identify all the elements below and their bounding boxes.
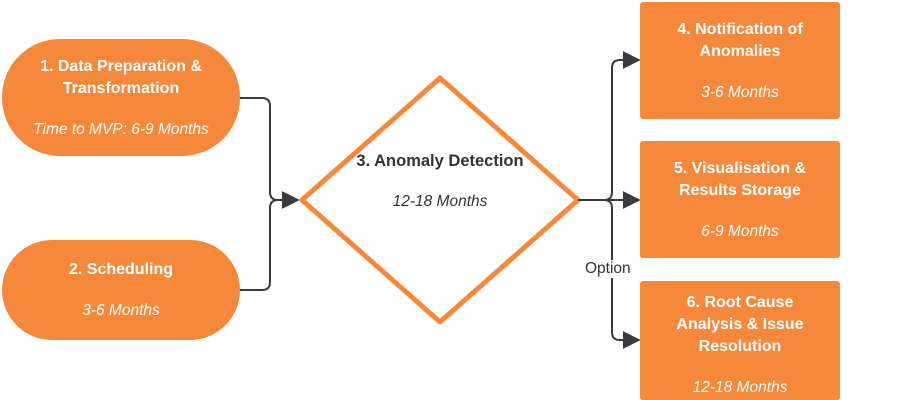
node-notification-title-line2: Anomalies xyxy=(699,42,781,60)
node-data-preparation-title-line1: 1. Data Preparation & xyxy=(40,57,202,75)
node-scheduling-duration: 3-6 Months xyxy=(82,302,160,319)
node-notification: 4. Notification of Anomalies 3-6 Months xyxy=(640,2,840,119)
connector-detection-to-notification xyxy=(603,51,641,201)
node-root-cause: 6. Root Cause Analysis & Issue Resolutio… xyxy=(640,281,840,400)
connector-scheduling-to-detection xyxy=(240,199,279,291)
node-visualisation-title-line1: 5. Visualisation & xyxy=(673,159,807,177)
node-visualisation: 5. Visualisation & Results Storage 6-9 M… xyxy=(640,141,840,258)
node-notification-duration: 3-6 Months xyxy=(701,83,779,101)
node-scheduling: 2. Scheduling 3-6 Months xyxy=(2,240,240,340)
connector-detection-to-root-cause xyxy=(603,199,641,349)
connector-data-prep-to-detection xyxy=(240,97,300,209)
node-data-preparation: 1. Data Preparation & Transformation Tim… xyxy=(2,39,240,156)
node-data-preparation-duration: Time to MVP: 6-9 Months xyxy=(33,120,209,138)
node-scheduling-title: 2. Scheduling xyxy=(68,261,173,278)
anomaly-detection-diamond xyxy=(299,75,581,325)
node-anomaly-detection-title: 3. Anomaly Detection xyxy=(356,152,524,170)
node-anomaly-detection: 3. Anomaly Detection 12-18 Months xyxy=(300,150,580,212)
node-root-cause-title-line2: Analysis & Issue xyxy=(676,316,804,333)
node-root-cause-title-line3: Resolution xyxy=(698,338,782,355)
node-visualisation-title-line2: Results Storage xyxy=(679,181,801,199)
node-anomaly-detection-duration: 12-18 Months xyxy=(392,193,488,210)
node-visualisation-duration: 6-9 Months xyxy=(701,222,779,240)
node-root-cause-title-line1: 6. Root Cause xyxy=(686,294,794,311)
node-root-cause-duration: 12-18 Months xyxy=(692,379,788,396)
node-data-preparation-title-line2: Transformation xyxy=(62,79,180,97)
edge-label-option: Option xyxy=(584,260,632,278)
node-notification-title-line1: 4. Notification of xyxy=(677,20,803,38)
